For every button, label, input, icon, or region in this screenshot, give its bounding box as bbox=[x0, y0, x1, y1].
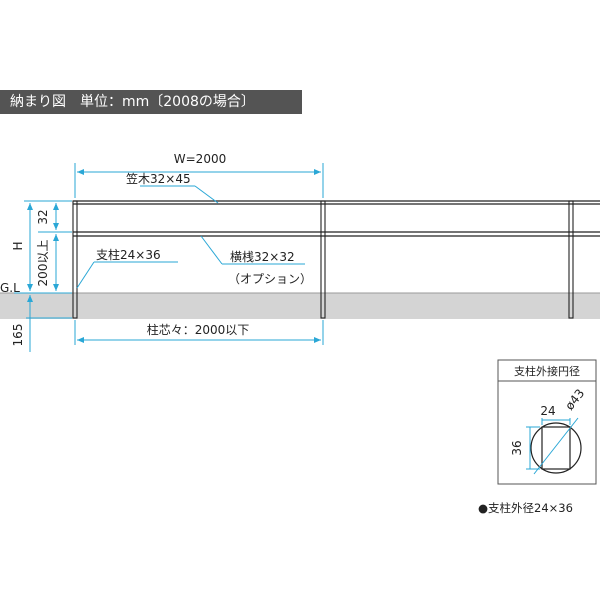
post-right bbox=[568, 200, 574, 319]
middle-rail-option: （オプション） bbox=[228, 272, 312, 286]
ground-band bbox=[0, 293, 600, 319]
detail-36-label: 36 bbox=[510, 440, 524, 455]
post-section bbox=[541, 426, 571, 470]
posts bbox=[72, 200, 574, 319]
circumscribed-circle bbox=[530, 422, 582, 474]
width-label: W=2000 bbox=[174, 152, 226, 166]
post-pitch-label: 柱芯々：2000以下 bbox=[147, 322, 250, 337]
detail-caption: ●支柱外径24×36 bbox=[478, 501, 573, 515]
middle-rail-leader: 横桟32×32 （オプション） bbox=[200, 235, 312, 286]
detail-title: 支柱外接円径 bbox=[514, 364, 580, 378]
top-rail-leader: 笠木32×45 bbox=[126, 171, 219, 204]
height-dimensions: H 32 200以上 G.L 165 bbox=[0, 200, 72, 352]
middle-rail-label: 横桟32×32 bbox=[230, 250, 295, 264]
top-rail-label: 笠木32×45 bbox=[126, 171, 191, 186]
dim-32-label: 32 bbox=[36, 209, 50, 224]
post-middle bbox=[320, 200, 326, 319]
ground-label: G.L bbox=[0, 281, 20, 295]
middle-rail bbox=[73, 231, 600, 237]
height-200-label: 200以上 bbox=[36, 240, 50, 287]
height-h-label: H bbox=[11, 241, 25, 250]
post-leader: 支柱24×36 bbox=[76, 247, 178, 289]
embed-165-label: 165 bbox=[11, 324, 25, 347]
post-detail-box: 支柱外接円径 24 ø43 36 bbox=[497, 359, 597, 485]
diagram-title: 納まり図 単位：mm〔2008の場合〕 bbox=[0, 90, 302, 114]
post-label: 支柱24×36 bbox=[96, 247, 161, 262]
post-left bbox=[72, 200, 78, 319]
diameter-line bbox=[533, 417, 579, 475]
post-pitch-dimension: 柱芯々：2000以下 bbox=[74, 320, 324, 345]
top-rail bbox=[73, 200, 600, 205]
detail-24-label: 24 bbox=[540, 404, 555, 418]
width-dimension: W=2000 bbox=[74, 152, 324, 198]
